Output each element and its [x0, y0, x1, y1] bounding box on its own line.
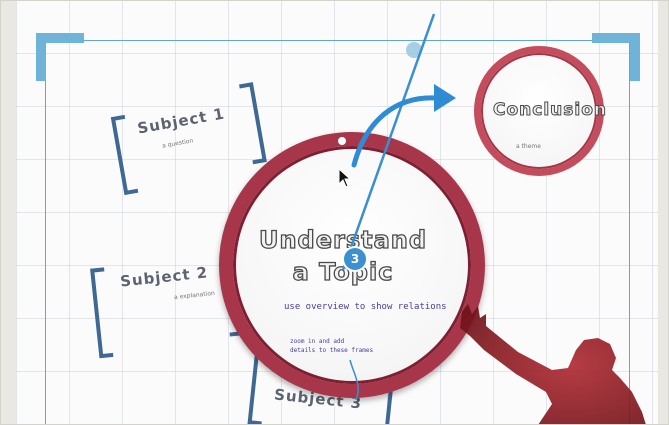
- conclusion-caption: a theme: [516, 143, 541, 150]
- path-node: [338, 137, 346, 145]
- presenter-silhouette-icon: [460, 304, 646, 425]
- main-title-line-1: Understand: [258, 225, 428, 254]
- conclusion-label: Conclusion: [493, 100, 607, 121]
- main-title-line-2: a Topic: [292, 257, 394, 286]
- main-note-line-2: details to these frames: [290, 347, 374, 354]
- frame-guide-left: [45, 40, 46, 425]
- path-curve-lower: [349, 359, 359, 401]
- path-line: [341, 13, 436, 271]
- frame-corner-top-left[interactable]: [36, 33, 84, 81]
- frame-rotate-handle[interactable]: [406, 42, 422, 58]
- arrow-head-icon: [434, 84, 456, 112]
- subject-1-bracket[interactable]: [108, 80, 283, 200]
- path-step-badge[interactable]: 3: [344, 248, 366, 270]
- conclusion-circle[interactable]: [474, 46, 604, 176]
- prezi-canvas[interactable]: Subject 1 a question Subject 2 a explana…: [16, 0, 658, 425]
- frame-guide-right: [629, 40, 630, 425]
- frame-guide-top: [36, 40, 640, 41]
- arrow-cursor-icon: [338, 167, 352, 192]
- frame-corner-top-right[interactable]: [592, 33, 640, 81]
- main-subtitle: use overview to show relations: [284, 302, 447, 312]
- curved-arrow-icon: [351, 95, 439, 168]
- path-overlay: [338, 13, 456, 401]
- main-note-line-1: zoom in and add: [290, 338, 345, 345]
